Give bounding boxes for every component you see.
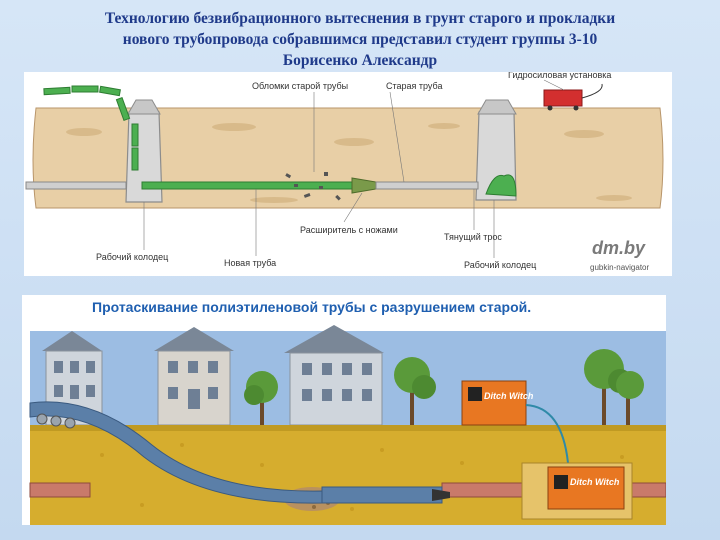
- illustration-svg: Протаскивание полиэтиленовой трубы с раз…: [22, 295, 666, 525]
- left-pit-top: [128, 100, 160, 114]
- slide-title: Технологию безвибрационного вытеснения в…: [40, 8, 680, 71]
- schematic-svg: Обломки старой трубы Старая труба Гидрос…: [24, 72, 672, 276]
- pipe-pulling-illustration: Протаскивание полиэтиленовой трубы с раз…: [22, 295, 666, 525]
- label-hydraulic-unit: Гидросиловая установка: [508, 72, 611, 80]
- hydraulic-unit: [544, 90, 582, 106]
- label-pull-rope: Тянущий трос: [444, 232, 502, 242]
- pipe-bursting-schematic: Обломки старой трубы Старая труба Гидрос…: [24, 72, 672, 276]
- surface-machine-brand: Ditch Witch: [484, 391, 534, 401]
- title-line-3: Борисенко Александр: [40, 50, 680, 71]
- label-work-pit-right: Рабочий колодец: [464, 260, 536, 270]
- site-watermark: gubkin-navigator: [590, 263, 649, 272]
- label-debris: Обломки старой трубы: [252, 81, 348, 91]
- label-expander: Расширитель с ножами: [300, 225, 398, 235]
- illustration-heading: Протаскивание полиэтиленовой трубы с раз…: [92, 299, 531, 315]
- pit-machine-brand: Ditch Witch: [570, 477, 620, 487]
- right-pit-top: [478, 100, 516, 114]
- label-new-pipe: Новая труба: [224, 258, 276, 268]
- old-pipe-left-stub: [26, 182, 126, 189]
- old-pipe: [376, 182, 478, 189]
- label-old-pipe: Старая труба: [386, 81, 443, 91]
- dm-by-logo: dm.by: [592, 238, 646, 258]
- title-line-2: нового трубопровода собравшимся представ…: [40, 29, 680, 50]
- label-work-pit-left: Рабочий колодец: [96, 252, 168, 262]
- title-line-1: Технологию безвибрационного вытеснения в…: [40, 8, 680, 29]
